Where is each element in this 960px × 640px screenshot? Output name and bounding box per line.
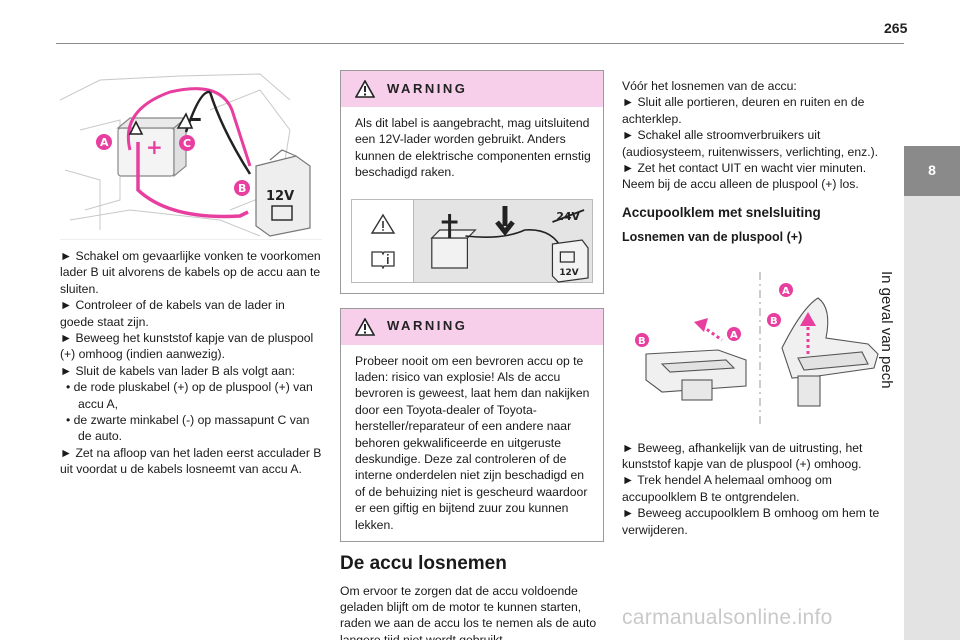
- svg-text:+: +: [146, 135, 163, 159]
- page-number: 265: [884, 20, 908, 36]
- step-text: Controleer of de kabels van de lader in …: [60, 297, 322, 330]
- column-middle: WARNING Als dit label is aangebracht, ma…: [340, 70, 604, 640]
- label-a-marker: A: [96, 134, 112, 150]
- charger-label-illustration: 12V 24V: [351, 198, 593, 283]
- warning-title: WARNING: [387, 318, 468, 334]
- svg-text:B: B: [638, 336, 646, 347]
- quick-release-clamp-drawing: A B A B: [635, 271, 879, 424]
- step-text: Schakel alle stroomverbruikers uit (audi…: [622, 127, 890, 160]
- warning-text: Probeer nooit om een bevroren accu op te…: [355, 353, 590, 532]
- bullet-text: de zwarte minkabel (-) op massapunt C va…: [60, 412, 322, 445]
- column-left: + – 12V A C B Schakel om gevaarlijke v: [59, 70, 322, 478]
- section-title: De accu losnemen: [340, 553, 507, 575]
- label-a-marker: A: [779, 282, 793, 297]
- step-text: Beweeg accupoolklem B omhoog om hem te v…: [622, 505, 890, 538]
- warning-box-frozen: WARNING Probeer nooit om een bevroren ac…: [340, 307, 604, 543]
- svg-text:B: B: [770, 316, 778, 327]
- svg-text:B: B: [238, 182, 246, 195]
- warning-header: WARNING: [341, 71, 603, 107]
- terminal-clamp-illustration: A B A B: [622, 268, 890, 426]
- connection-steps: Schakel om gevaarlijke vonken te voorkom…: [60, 248, 322, 478]
- caution-triangle-icon: [370, 213, 395, 234]
- warning-box-charger: WARNING Als dit label is aangebracht, ma…: [340, 70, 604, 294]
- step-text: Beweeg het kunststof kapje van de pluspo…: [60, 330, 322, 363]
- warning-header: WARNING: [341, 308, 603, 345]
- subsubsection-title: Losnemen van de pluspool (+): [622, 230, 803, 245]
- label-b-marker: B: [234, 180, 250, 196]
- label-12v: 12V: [559, 268, 578, 278]
- step-text: Sluit alle portieren, deuren en ruiten e…: [622, 94, 890, 127]
- step-text: Zet het contact UIT en wacht vier minute…: [622, 160, 890, 176]
- note-text: Neem bij de accu alleen de pluspool (+) …: [622, 177, 859, 192]
- watermark: carmanualsonline.info: [622, 606, 833, 629]
- warning-text: Als dit label is aangebracht, mag uitslu…: [355, 116, 591, 180]
- svg-text:A: A: [730, 330, 738, 341]
- label-b-marker: B: [635, 332, 649, 347]
- svg-text:C: C: [183, 137, 191, 150]
- step-text: Beweeg, afhankelijk van de uitrusting, h…: [622, 440, 890, 473]
- step-text: Trek hendel A helemaal omhoog om accupoo…: [622, 472, 890, 505]
- label-c-marker: C: [179, 135, 195, 151]
- warning-triangle-icon: [355, 80, 375, 98]
- subsection-title: Accupoolklem met snelsluiting: [622, 204, 821, 220]
- chapter-number: 8: [928, 162, 936, 178]
- svg-text:–: –: [190, 104, 202, 132]
- charger-warning-drawing: 12V 24V: [430, 205, 589, 283]
- charger-connection-diagram: + – 12V A C B: [59, 73, 311, 237]
- battery-charger-illustration: + – 12V A C B: [59, 70, 322, 240]
- svg-text:A: A: [100, 136, 109, 149]
- label-a-marker: A: [727, 326, 741, 341]
- svg-text:A: A: [782, 286, 790, 297]
- warning-triangle-icon: [355, 317, 375, 336]
- header-rule: [56, 43, 904, 44]
- chapter-tab[interactable]: 8: [904, 146, 960, 196]
- bullet-text: de rode pluskabel (+) op de pluspool (+)…: [60, 379, 322, 412]
- column-right: Vóór het losnemen van de accu: Sluit all…: [622, 78, 890, 538]
- step-text: Sluit de kabels van lader B als volgt aa…: [60, 363, 322, 379]
- charger-voltage-label: 12V: [266, 189, 294, 204]
- section-text: Om ervoor te zorgen dat de accu voldoend…: [340, 583, 597, 640]
- chapter-strip: [904, 196, 960, 640]
- warning-title: WARNING: [387, 80, 468, 96]
- step-text: Schakel om gevaarlijke vonken te voorkom…: [60, 248, 322, 297]
- manual-book-icon: [370, 250, 395, 269]
- intro-text: Vóór het losnemen van de accu:: [622, 79, 797, 93]
- label-b-marker: B: [767, 312, 781, 327]
- step-text: Zet na afloop van het laden eerst accula…: [60, 445, 322, 478]
